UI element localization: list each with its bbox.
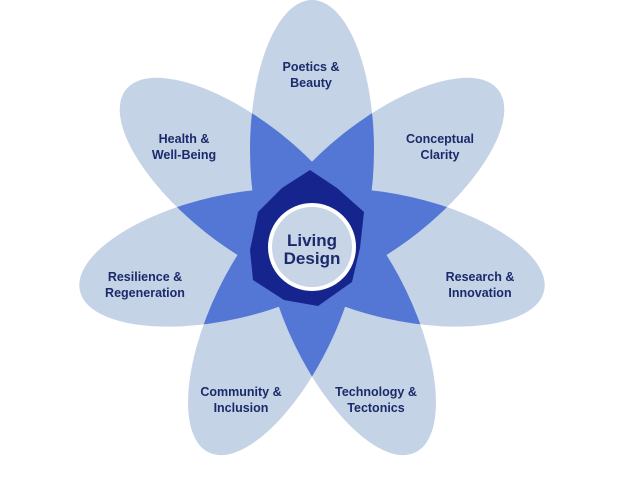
petal-label-line2: Inclusion bbox=[214, 401, 269, 415]
petal-label-line2: Beauty bbox=[290, 76, 332, 90]
petal-label-poetics-beauty: Poetics & Beauty bbox=[283, 60, 340, 90]
petal-label-line2: Regeneration bbox=[105, 286, 185, 300]
center-circle bbox=[268, 203, 356, 291]
petal-label-health-wellbeing: Health & Well-Being bbox=[152, 132, 216, 162]
petal-label-line1: Technology & bbox=[335, 385, 417, 399]
petal-label-conceptual-clarity: Conceptual Clarity bbox=[406, 132, 474, 162]
petal-label-resilience-regeneration: Resilience & Regeneration bbox=[105, 270, 185, 300]
petal-label-line2: Clarity bbox=[421, 148, 460, 162]
petal-label-line1: Poetics & bbox=[283, 60, 340, 74]
petal-label-line2: Well-Being bbox=[152, 148, 216, 162]
center-label-line1: Living bbox=[287, 231, 337, 250]
petal-label-line2: Tectonics bbox=[347, 401, 404, 415]
petal-label-line1: Health & bbox=[159, 132, 210, 146]
center-label-line2: Design bbox=[284, 249, 341, 268]
petal-label-line1: Conceptual bbox=[406, 132, 474, 146]
petal-label-community-inclusion: Community & Inclusion bbox=[200, 385, 281, 415]
petal-label-line2: Innovation bbox=[448, 286, 511, 300]
petal-label-line1: Resilience & bbox=[108, 270, 182, 284]
petal-label-line1: Community & bbox=[200, 385, 281, 399]
petal-label-line1: Research & bbox=[446, 270, 515, 284]
petal-label-research-innovation: Research & Innovation bbox=[446, 270, 515, 300]
petal-label-technology-tectonics: Technology & Tectonics bbox=[335, 385, 417, 415]
